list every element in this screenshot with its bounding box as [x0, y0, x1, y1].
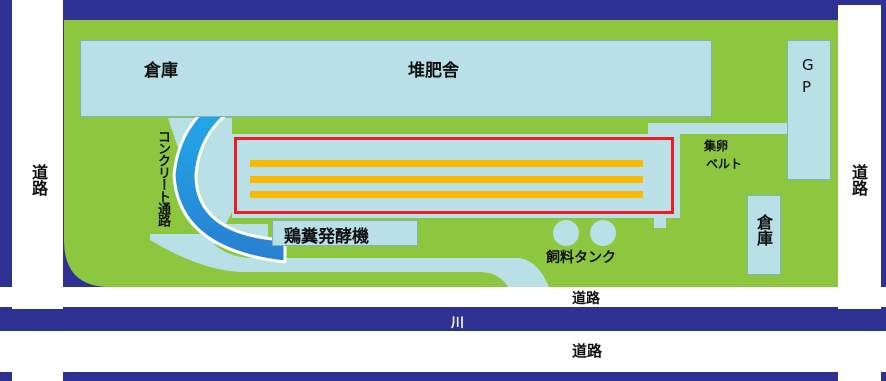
gp-building — [787, 40, 831, 180]
concrete-path-label: コンクリート通路 — [155, 130, 170, 226]
road-lower — [0, 331, 886, 372]
egg-belt-bar — [648, 123, 788, 134]
warehouse-top-label: 倉庫 — [144, 61, 178, 81]
road-upper-label: 道路 — [572, 291, 600, 307]
road-upper — [0, 287, 886, 307]
road-right-label: 道路 — [849, 164, 868, 196]
cage-row-2 — [250, 176, 643, 183]
compost-shed-label: 堆肥舎 — [408, 61, 459, 81]
egg-belt-label-1: 集卵 — [704, 139, 729, 153]
warehouse-compost-building — [80, 40, 712, 117]
cage-row-1 — [250, 160, 643, 167]
fermenter-label: 鶏糞発酵機 — [284, 227, 369, 247]
fermenter-building — [272, 220, 418, 246]
tank-circle-icon — [590, 220, 616, 246]
cage-row-3 — [250, 191, 643, 198]
egg-belt-stub — [654, 216, 666, 228]
road-left-label: 道路 — [29, 164, 48, 196]
road-lower-label: 道路 — [572, 342, 603, 360]
warehouse-right-building — [747, 195, 781, 275]
river-label: 川 — [451, 316, 465, 331]
warehouse-right-label: 倉庫 — [754, 214, 773, 246]
path-to-river — [150, 234, 550, 290]
river — [0, 309, 886, 331]
tank-circle-icon — [553, 220, 579, 246]
egg-belt-label-2: ベルト — [706, 157, 743, 171]
gp-label: GP — [802, 56, 814, 96]
highlight-frame — [234, 137, 674, 214]
feed-tank-label: 飼料タンク — [546, 250, 616, 266]
